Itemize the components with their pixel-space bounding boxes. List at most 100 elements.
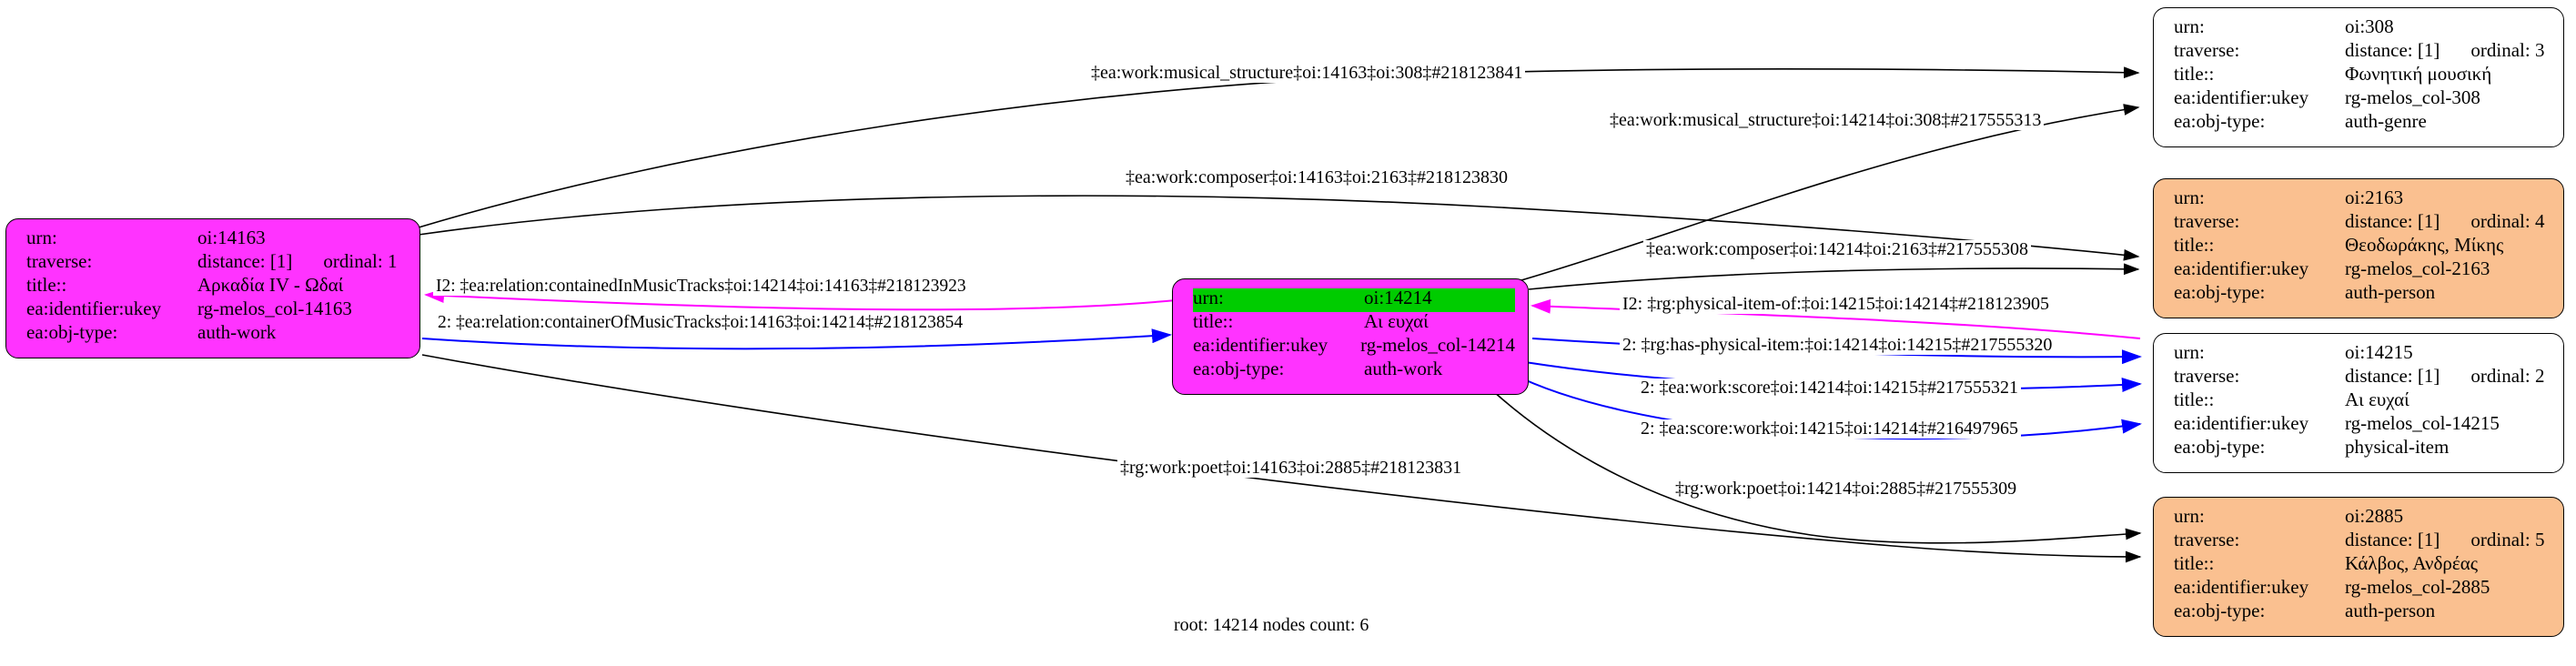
- field-label-title: title::: [2174, 388, 2215, 410]
- field-label-ukey: ea:identifier:ukey: [2174, 412, 2309, 434]
- field-value-urn: oi:14163: [197, 227, 266, 248]
- node-row-traverse: traverse: distance: [1] ordinal: 2: [2174, 367, 2551, 390]
- edge-label-e9: 2: ‡ea:work:score‡oi:14214‡oi:14215‡#217…: [1638, 378, 2021, 398]
- edge-label-e6: 2: ‡ea:relation:containerOfMusicTracks‡o…: [435, 313, 966, 333]
- field-value-urn: oi:14214: [1364, 287, 1432, 308]
- field-value-distance: distance: [1]: [2345, 365, 2440, 387]
- node-row-ukey: ea:identifier:ukey rg-melos_col-2163: [2174, 259, 2551, 283]
- field-value-title: Αι ευχαί: [1364, 310, 1429, 332]
- node-14163[interactable]: urn: oi:14163 traverse: distance: [1] ord…: [5, 218, 420, 358]
- field-label-objtype: ea:obj-type:: [2174, 281, 2266, 303]
- edge-path-e5: [424, 288, 1177, 311]
- field-label-ukey: ea:identifier:ukey: [2174, 257, 2309, 279]
- node-14215[interactable]: urn: oi:14215 traverse: distance: [1] ord…: [2153, 333, 2564, 473]
- field-value-ordinal: ordinal: 3: [2470, 39, 2545, 61]
- node-row-traverse: traverse: distance: [1] ordinal: 4: [2174, 212, 2551, 236]
- field-value-urn: oi:14215: [2345, 341, 2413, 363]
- field-value-ukey: rg-melos_col-14214: [1360, 334, 1515, 356]
- node-row-title: title:: Αρκαδία IV - Ωδαί: [26, 276, 407, 299]
- field-value-ordinal: ordinal: 2: [2470, 365, 2545, 387]
- edge-path-e12: [1473, 372, 2142, 544]
- field-value-title: Αι ευχαί: [2345, 388, 2409, 410]
- field-value-objtype: auth-work: [197, 321, 277, 343]
- node-row-urn: urn: oi:14214: [1193, 288, 1515, 312]
- node-14214[interactable]: urn: oi:14214 title:: Αι ευχαί ea:identi…: [1172, 278, 1529, 395]
- field-value-ordinal: ordinal: 4: [2470, 210, 2545, 232]
- field-label-title: title::: [2174, 234, 2215, 256]
- edge-label-e5: I2: ‡ea:relation:containedInMusicTracks‡…: [433, 277, 969, 297]
- node-row-traverse: traverse: distance: [1] ordinal: 1: [26, 252, 407, 276]
- edge-path-e6: [421, 328, 1172, 350]
- field-value-ukey: rg-melos_col-14215: [2345, 412, 2500, 434]
- field-value-ordinal: ordinal: 5: [2470, 529, 2545, 550]
- node-row-title: title:: Κάλβος, Ανδρέας: [2174, 554, 2551, 578]
- field-label-title: title::: [26, 274, 67, 296]
- field-label-objtype: ea:obj-type:: [2174, 436, 2266, 458]
- node-row-objtype: ea:obj-type: auth-person: [2174, 601, 2551, 625]
- node-row-urn: urn: oi:14215: [2174, 343, 2551, 367]
- field-label-traverse: traverse:: [26, 250, 93, 272]
- edge-label-e10: 2: ‡ea:score:work‡oi:14215‡oi:14214‡#216…: [1638, 419, 2021, 439]
- edge-path-e4: [1528, 263, 2140, 290]
- field-value-distance: distance: [1]: [197, 250, 293, 272]
- field-label-urn: urn:: [2174, 15, 2205, 37]
- node-row-urn: urn: oi:308: [2174, 17, 2551, 41]
- node-row-urn: urn: oi:2163: [2174, 188, 2551, 212]
- edge-label-e2: ‡ea:work:musical_structure‡oi:14214‡oi:3…: [1607, 111, 2045, 130]
- field-label-title: title::: [2174, 63, 2215, 85]
- node-row-objtype: ea:obj-type: physical-item: [2174, 438, 2551, 461]
- field-label-urn: urn:: [2174, 505, 2205, 527]
- edge-label-e1: ‡ea:work:musical_structure‡oi:14163‡oi:3…: [1088, 64, 1526, 83]
- field-label-traverse: traverse:: [2174, 210, 2240, 232]
- field-value-urn: oi:308: [2345, 15, 2394, 37]
- edge-path-e1: [418, 66, 2140, 228]
- field-label-urn: urn:: [2174, 341, 2205, 363]
- field-value-ordinal: ordinal: 1: [323, 250, 398, 272]
- field-value-title: Θεοδωράκης, Μίκης: [2345, 234, 2504, 256]
- field-value-distance: distance: [1]: [2345, 39, 2440, 61]
- field-label-objtype: ea:obj-type:: [26, 321, 118, 343]
- node-308[interactable]: urn: oi:308 traverse: distance: [1] ordin…: [2153, 7, 2564, 147]
- field-value-distance: distance: [1]: [2345, 210, 2440, 232]
- field-label-ukey: ea:identifier:ukey: [2174, 576, 2309, 598]
- node-row-objtype: ea:obj-type: auth-genre: [2174, 112, 2551, 136]
- field-value-objtype: physical-item: [2345, 436, 2450, 458]
- field-label-objtype: ea:obj-type:: [2174, 600, 2266, 621]
- field-label-title: title::: [1193, 310, 1234, 332]
- field-value-ukey: rg-melos_col-308: [2345, 86, 2480, 108]
- field-value-objtype: auth-person: [2345, 600, 2436, 621]
- node-row-title: title:: Θεοδωράκης, Μίκης: [2174, 236, 2551, 259]
- edge-label-e12: ‡rg:work:poet‡oi:14214‡oi:2885‡#21755530…: [1672, 479, 2020, 499]
- field-label-urn: urn:: [1193, 288, 1364, 308]
- field-label-urn: urn:: [26, 227, 57, 248]
- node-row-ukey: ea:identifier:ukey rg-melos_col-14214: [1193, 336, 1515, 359]
- field-value-title: Φωνητική μουσική: [2345, 63, 2492, 85]
- field-value-ukey: rg-melos_col-14163: [197, 298, 352, 319]
- field-label-objtype: ea:obj-type:: [2174, 110, 2266, 132]
- edge-label-e7: I2: ‡rg:physical-item-of:‡oi:14215‡oi:14…: [1620, 295, 2053, 314]
- graph-footer: root: 14214 nodes count: 6: [1174, 615, 1369, 635]
- field-value-urn: oi:2885: [2345, 505, 2404, 527]
- field-label-traverse: traverse:: [2174, 365, 2240, 387]
- node-row-objtype: ea:obj-type: auth-person: [2174, 283, 2551, 307]
- node-2885[interactable]: urn: oi:2885 traverse: distance: [1]ordi…: [2153, 497, 2564, 637]
- field-label-urn: urn:: [2174, 187, 2205, 208]
- field-label-ukey: ea:identifier:ukey: [26, 298, 162, 319]
- node-2163[interactable]: urn: oi:2163 traverse: distance: [1] ordi…: [2153, 178, 2564, 318]
- field-value-ukey: rg-melos_col-2163: [2345, 257, 2490, 279]
- field-label-title: title::: [2174, 552, 2215, 574]
- field-value-objtype: auth-work: [1364, 358, 1443, 379]
- node-row-title: title:: Αι ευχαί: [2174, 390, 2551, 414]
- field-value-objtype: auth-person: [2345, 281, 2436, 303]
- node-row-objtype: ea:obj-type: auth-work: [26, 323, 407, 347]
- field-value-ukey: rg-melos_col-2885: [2345, 576, 2490, 598]
- node-row-ukey: ea:identifier:ukey rg-melos_col-14215: [2174, 414, 2551, 438]
- field-label-traverse: traverse:: [2174, 39, 2240, 61]
- node-row-traverse: traverse: distance: [1]ordinal: 5: [2174, 530, 2551, 554]
- node-row-urn: urn: oi:14163: [26, 228, 407, 252]
- field-value-title: Αρκαδία IV - Ωδαί: [197, 274, 344, 296]
- field-value-objtype: auth-genre: [2345, 110, 2427, 132]
- field-label-ukey: ea:identifier:ukey: [1193, 334, 1328, 356]
- field-label-objtype: ea:obj-type:: [1193, 358, 1285, 379]
